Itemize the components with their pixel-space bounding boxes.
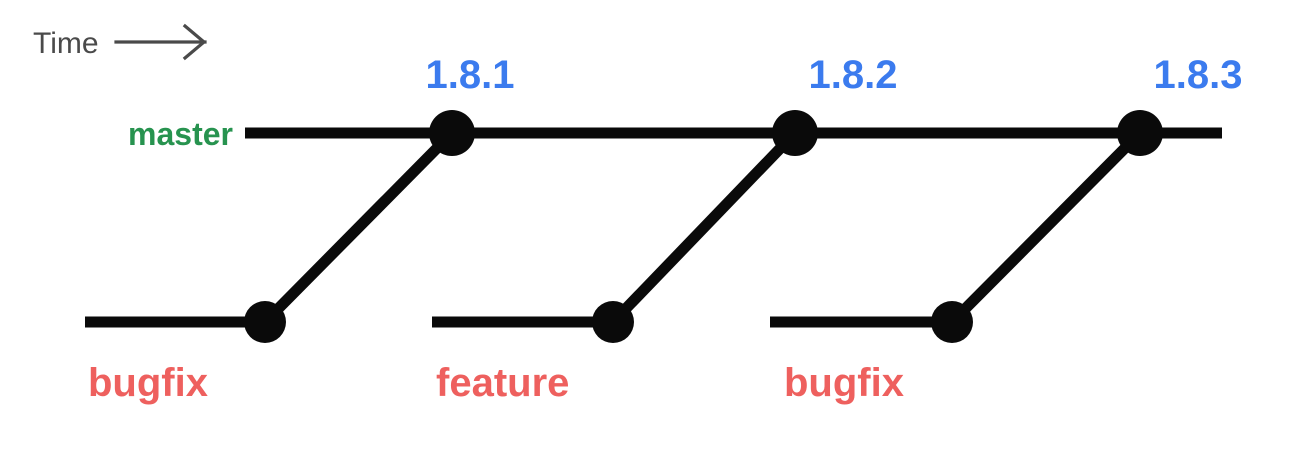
- branch-lines: [85, 127, 1222, 328]
- branch-labels: master bugfix feature bugfix: [88, 116, 904, 405]
- commit-nodes: [244, 110, 1163, 343]
- branch-label-feature-1: feature: [436, 361, 569, 405]
- merge-line-bugfix-1: [261, 129, 456, 326]
- merge-lines: [261, 129, 1144, 326]
- release-tag-183: 1.8.3: [1154, 53, 1243, 97]
- branch-label-bugfix-1: bugfix: [88, 361, 208, 405]
- branch-label-bugfix-2: bugfix: [784, 361, 904, 405]
- time-axis-label: Time: [33, 27, 99, 60]
- merge-line-feature-1: [609, 129, 799, 326]
- commit-node-release-183[interactable]: [1117, 110, 1163, 156]
- release-tags: 1.8.1 1.8.2 1.8.3: [426, 53, 1243, 97]
- commit-node-bugfix-1[interactable]: [244, 301, 286, 343]
- commit-node-feature-1[interactable]: [592, 301, 634, 343]
- release-tag-182: 1.8.2: [809, 53, 898, 97]
- commit-node-release-181[interactable]: [429, 110, 475, 156]
- commit-node-release-182[interactable]: [772, 110, 818, 156]
- commit-node-bugfix-2[interactable]: [931, 301, 973, 343]
- arrow-right-icon: [114, 23, 207, 61]
- release-tag-181: 1.8.1: [426, 53, 515, 97]
- time-axis: Time: [33, 23, 207, 61]
- merge-line-bugfix-2: [948, 129, 1144, 326]
- branch-label-master: master: [128, 116, 233, 152]
